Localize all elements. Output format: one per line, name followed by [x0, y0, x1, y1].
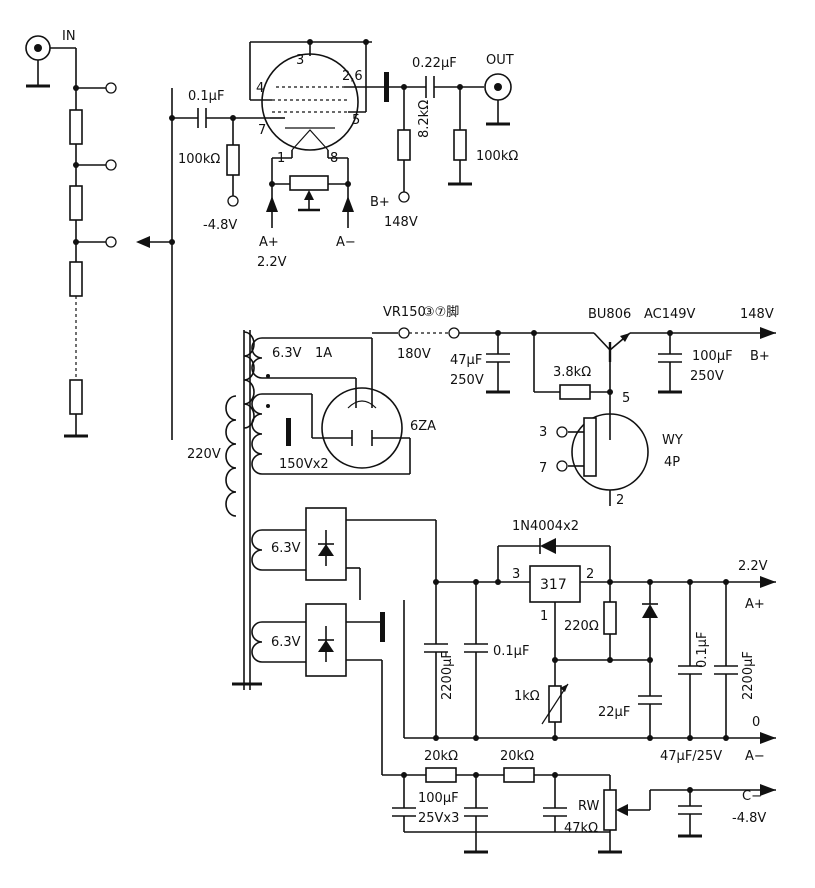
- filament-balance-pot: [266, 175, 354, 228]
- input-label: IN: [62, 29, 76, 44]
- wy-pin-7: 7: [539, 461, 547, 476]
- rectifier-tube-label: 6ZA: [410, 419, 436, 434]
- winding-3-voltage: 6.3V: [271, 635, 301, 650]
- lv-out-voltage: 2.2V: [738, 559, 768, 574]
- low-voltage-regulator: [359, 538, 776, 744]
- selector-wiper: [136, 88, 175, 440]
- tube-pin-4: 4: [256, 81, 264, 96]
- diode-label: 1N4004x2: [512, 519, 579, 534]
- hv-winding-label: 150Vx2: [279, 457, 329, 472]
- transistor-label: BU806: [588, 307, 631, 322]
- bias-cap-value: 100μF: [418, 791, 459, 806]
- attenuator-ladder: [64, 48, 117, 438]
- bias-out-voltage: -4.8V: [732, 811, 766, 826]
- output-resistor-label: 100kΩ: [476, 149, 518, 164]
- lv-out-label: A+: [745, 597, 765, 612]
- regulator-label: 317: [540, 577, 567, 593]
- bypass-cap-2-label: 0.1μF: [695, 632, 710, 668]
- ac149-label: AC149V: [644, 307, 696, 322]
- wy-pin-5: 5: [622, 391, 630, 406]
- plate-resistor-label: 8.2kΩ: [417, 100, 432, 138]
- output-label: OUT: [486, 53, 514, 68]
- base-resistor-label: 3.8kΩ: [553, 365, 591, 380]
- tube-pin-8: 8: [330, 151, 338, 166]
- output-cap-label: 0.22μF: [412, 56, 457, 71]
- wy-pin-3: 3: [539, 425, 547, 440]
- regulator-pin-2: 2: [586, 567, 594, 582]
- regulator-pin-1: 1: [540, 609, 548, 624]
- pass-transistor: [593, 327, 776, 394]
- adjust-cap-label: 22μF: [598, 705, 630, 720]
- hv-out-voltage: 148V: [740, 307, 774, 322]
- bias-resistor-1-label: 20kΩ: [424, 749, 458, 764]
- filter-cap-2-label: 2200μF: [741, 651, 756, 700]
- regulator-pin-3: 3: [512, 567, 520, 582]
- b-plus-voltage: 148V: [384, 215, 418, 230]
- bridge-rectifier-1: [262, 507, 437, 582]
- input-coupling-capacitor: [169, 108, 270, 128]
- ground-rail-label: 0: [752, 715, 760, 730]
- feed-cap-voltage: 250V: [450, 373, 484, 388]
- bias-pot-value: 47kΩ: [564, 821, 598, 836]
- bridge-rectifier-2: [262, 603, 385, 775]
- bias-cap-voltage: 25Vx3: [418, 811, 459, 826]
- output-jack: [484, 73, 512, 126]
- tube-pin-2-6: 2,6: [342, 69, 363, 84]
- filter-cap-1-label: 2200μF: [440, 651, 455, 700]
- filament-winding-1-voltage: 6.3V: [272, 346, 302, 361]
- set-resistor-label: 220Ω: [564, 619, 599, 634]
- filament-winding-1-current: 1A: [315, 346, 332, 361]
- bias-out-cap-label: 47μF/25V: [660, 749, 722, 764]
- bias-pot-label: RW: [578, 799, 600, 814]
- input-cap-label: 0.1μF: [188, 89, 224, 104]
- voltage-reference-tube: [556, 412, 649, 506]
- adjust-pot-label: 1kΩ: [514, 689, 540, 704]
- bias-out-rail-label: A−: [745, 749, 765, 764]
- tube-pin-5: 5: [352, 113, 360, 128]
- tube-pin-1: 1: [277, 151, 285, 166]
- hv-out-label: B+: [750, 349, 770, 364]
- output-cap-value: 100μF: [692, 349, 733, 364]
- tube-pin-3: 3: [296, 53, 304, 68]
- bias-supply: [382, 767, 776, 854]
- grid-resistor: [226, 118, 240, 207]
- output-cap-voltage: 250V: [690, 369, 724, 384]
- vr150-label: VR150: [383, 305, 426, 320]
- primary-voltage: 220V: [187, 447, 221, 462]
- bypass-cap-1-label: 0.1μF: [493, 644, 529, 659]
- plate-circuit: [397, 76, 484, 203]
- wy-type: 4P: [664, 455, 680, 470]
- tube-pin-7: 7: [258, 123, 266, 138]
- vr150-pins: ③⑦脚: [423, 304, 459, 320]
- feed-cap-value: 47μF: [450, 353, 482, 368]
- power-transformer: [225, 330, 270, 690]
- bias-voltage-label: -4.8V: [203, 218, 237, 233]
- wy-pin-2: 2: [616, 493, 624, 508]
- a-minus-label: A−: [336, 235, 356, 250]
- input-jack: [25, 35, 76, 88]
- b-plus-label: B+: [370, 195, 390, 210]
- grid-resistor-label: 100kΩ: [178, 152, 220, 167]
- winding-2-voltage: 6.3V: [271, 541, 301, 556]
- vr-feed-line: [372, 327, 613, 412]
- hv-rectifier-tube: [262, 337, 411, 475]
- wy-label: WY: [662, 433, 683, 448]
- a-plus-voltage: 2.2V: [257, 255, 287, 270]
- bias-out-label: C−: [742, 789, 762, 804]
- feed-voltage: 180V: [397, 347, 431, 362]
- vacuum-tube: [249, 39, 404, 184]
- a-plus-label: A+: [259, 235, 279, 250]
- bias-resistor-2-label: 20kΩ: [500, 749, 534, 764]
